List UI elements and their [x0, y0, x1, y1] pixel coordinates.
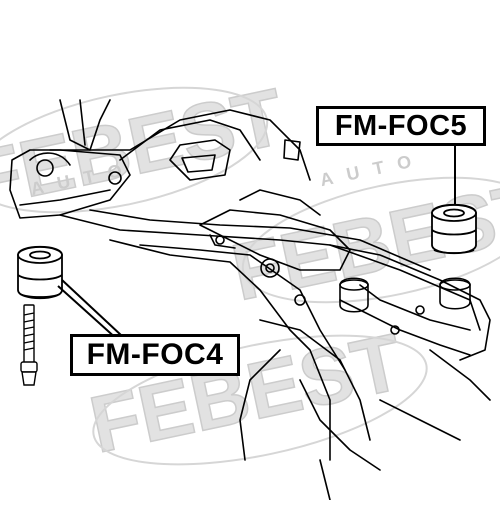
bushing-upper-right [431, 203, 477, 255]
bolt-icon [20, 304, 38, 386]
watermark-tagline-right: AUTO [318, 148, 426, 190]
part-label-fm-foc4: FM-FOC4 [70, 334, 240, 376]
leader-lines [57, 145, 456, 341]
part-label-fm-foc5: FM-FOC5 [316, 106, 486, 146]
subframe-drawing [9, 99, 491, 501]
leader-line-foc4 [61, 279, 123, 337]
bushing-left [17, 245, 63, 300]
